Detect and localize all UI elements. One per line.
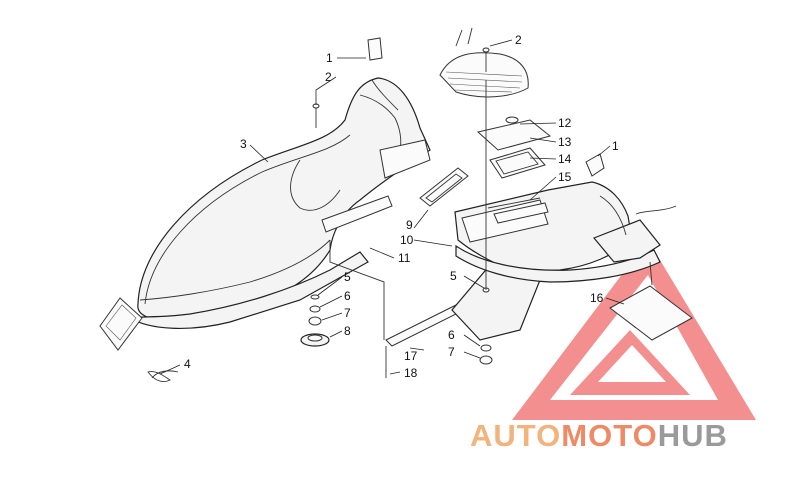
callout-9: 9 (406, 218, 413, 232)
callout-10: 10 (400, 233, 414, 247)
callout-2-left: 2 (325, 70, 332, 84)
watermark-moto: MOTO (561, 418, 658, 453)
callout-7-left: 7 (344, 306, 351, 320)
callout-5-right: 5 (450, 269, 457, 283)
callout-18: 18 (404, 366, 418, 380)
watermark-wordmark: AUTOMOTOHUB (470, 418, 728, 458)
callout-3: 3 (240, 137, 247, 151)
decal-part-16 (609, 205, 693, 341)
callout-7-right: 7 (448, 345, 455, 359)
plate-part-13 (476, 116, 552, 179)
bracket-part-4 (99, 297, 179, 383)
callout-4: 4 (184, 357, 191, 371)
callout-1-right: 1 (612, 139, 619, 153)
callout-1-left: 1 (326, 51, 333, 65)
fasteners (300, 37, 605, 378)
leader-lines (159, 39, 625, 375)
gasket-part-9 (419, 167, 469, 207)
callout-6-left: 6 (344, 289, 351, 303)
callout-5-left: 5 (344, 270, 351, 284)
callout-11: 11 (398, 251, 411, 265)
rail-parts-11-17 (329, 240, 541, 372)
callout-labels: 1 2 3 4 5 6 7 8 9 10 11 2 12 13 14 15 1 … (184, 33, 619, 380)
callout-12: 12 (558, 116, 572, 130)
watermark-logo (512, 240, 756, 420)
callout-16: 16 (590, 291, 604, 305)
callout-2-right: 2 (515, 33, 522, 47)
callout-6-right: 6 (448, 328, 455, 342)
pan-part-15 (454, 181, 661, 283)
callout-14: 14 (558, 152, 572, 166)
callout-13: 13 (558, 135, 572, 149)
callout-8: 8 (344, 324, 351, 338)
hood-part-3 (128, 77, 431, 329)
watermark-auto: AUTO (470, 418, 562, 453)
watermark-hub: HUB (657, 418, 728, 453)
callout-15: 15 (558, 170, 572, 184)
callout-17: 17 (404, 349, 418, 363)
